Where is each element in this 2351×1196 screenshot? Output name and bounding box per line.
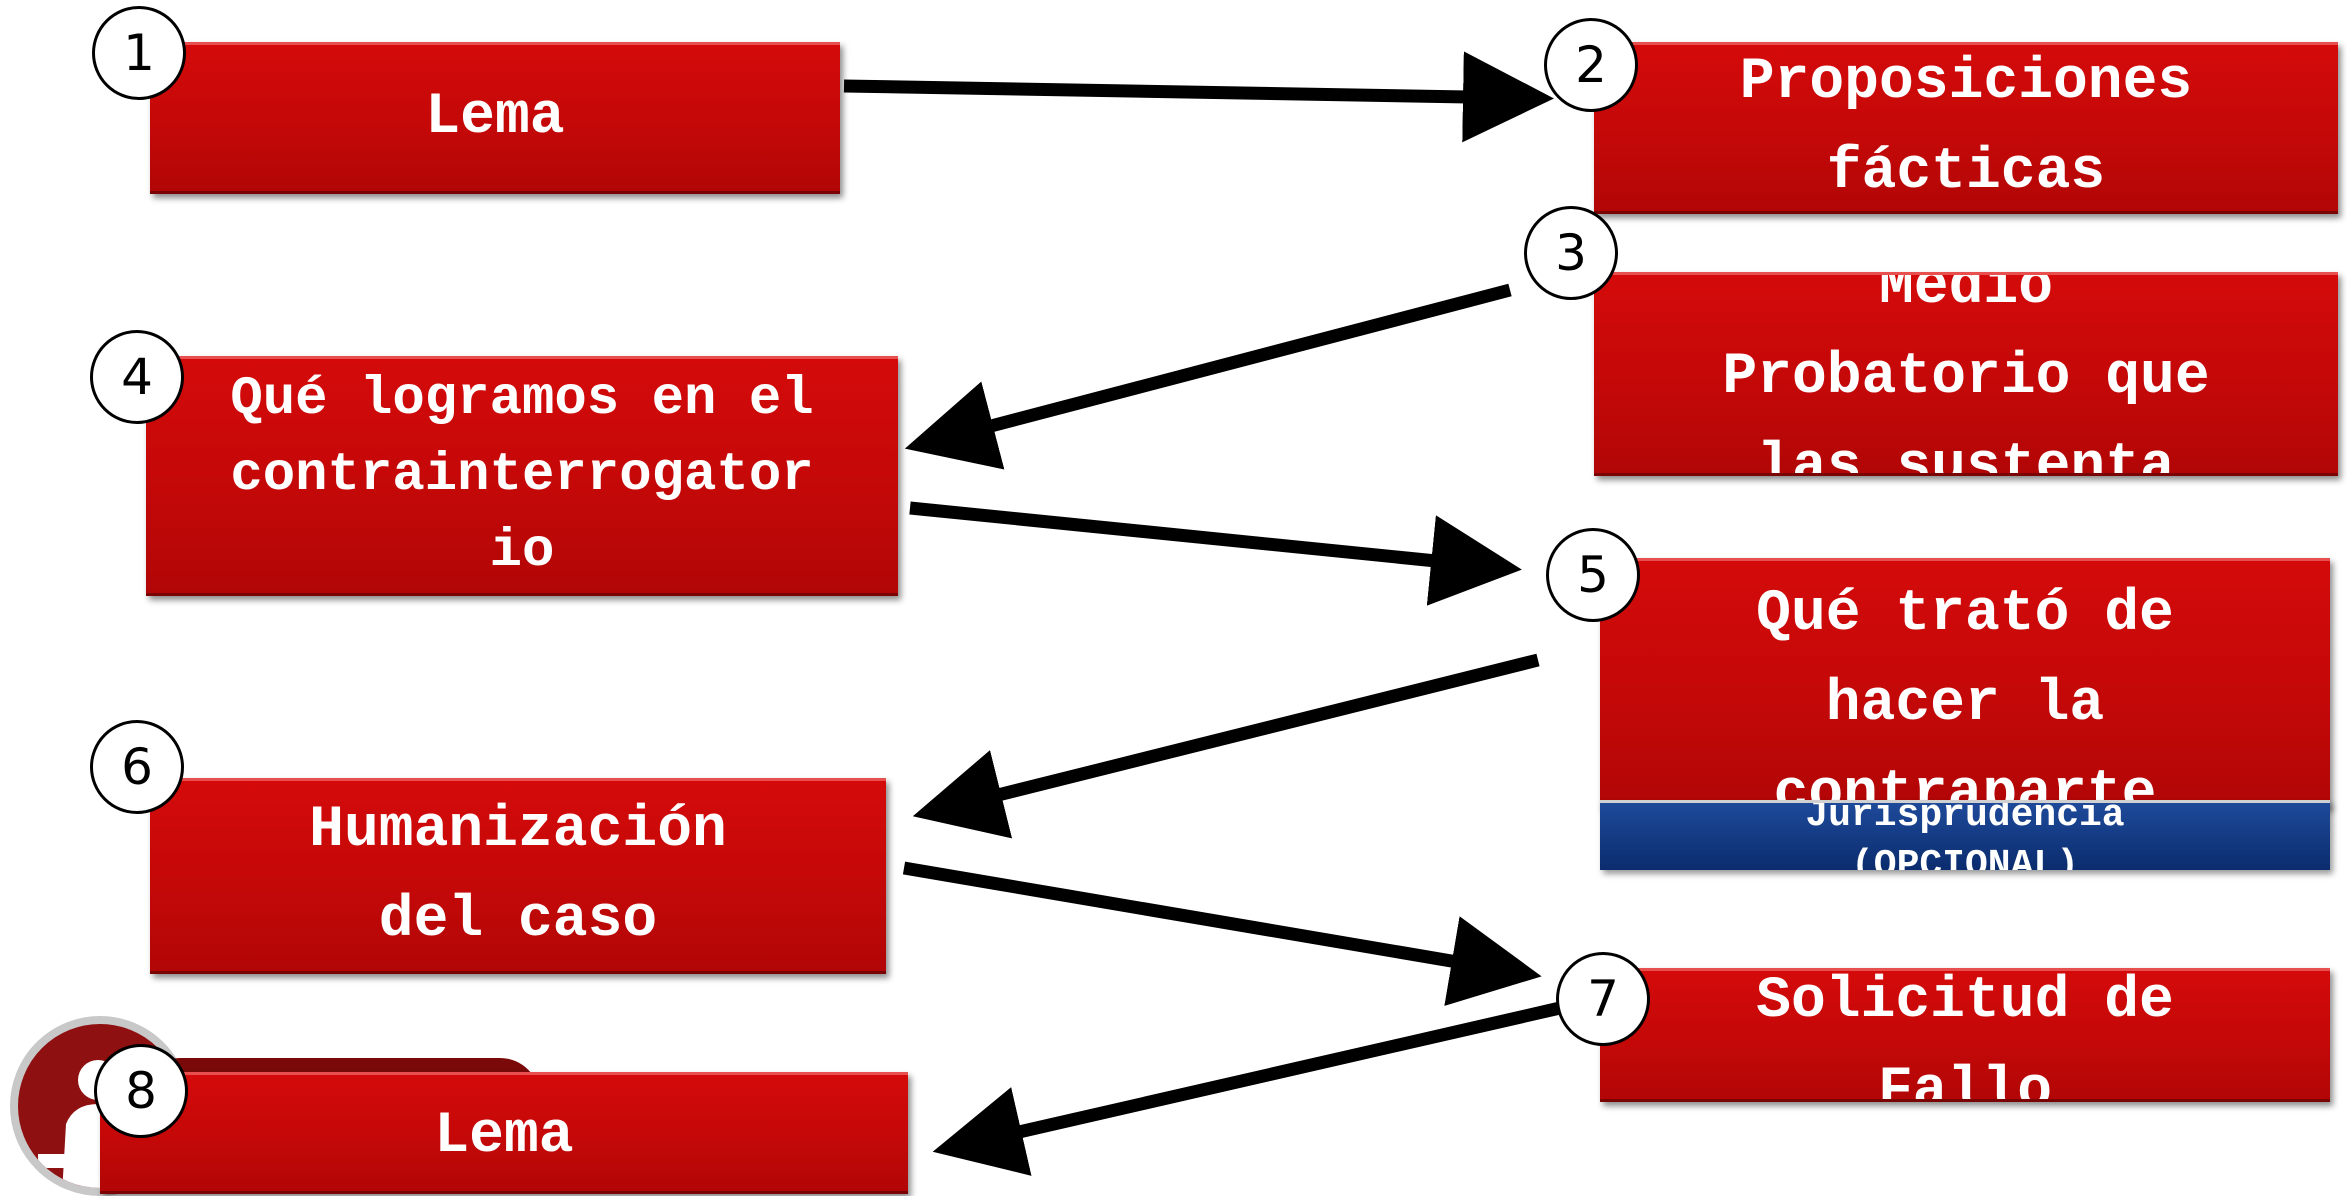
arrow-3-to-4 bbox=[904, 283, 1512, 470]
step-4-label: Qué logramos en el contrainterrogator io bbox=[230, 369, 814, 582]
step-2-box: Proposiciones fácticas bbox=[1594, 42, 2338, 214]
step-3-label: Medio Probatorio que las sustenta bbox=[1722, 272, 2210, 476]
step-1-number: 1 bbox=[92, 6, 186, 100]
step-6-label: Humanización del caso bbox=[309, 798, 727, 953]
step-7-box: Solicitud de Fallo bbox=[1600, 968, 2330, 1102]
step-6-number: 6 bbox=[90, 720, 184, 814]
step-1-box: Lema bbox=[150, 42, 840, 194]
jurisprudencia-label: Jurisprudencia (OPCIONAL) bbox=[1805, 800, 2125, 870]
arrow-4-to-5 bbox=[909, 501, 1522, 606]
step-7-label: Solicitud de Fallo bbox=[1756, 969, 2174, 1102]
step-7-number: 7 bbox=[1556, 952, 1650, 1046]
step-8-box: Lema bbox=[100, 1072, 908, 1194]
step-1-label: Lema bbox=[425, 85, 565, 150]
jurisprudencia-box: Jurisprudencia (OPCIONAL) bbox=[1600, 800, 2330, 870]
arrow-1-to-2 bbox=[843, 51, 1554, 143]
step-4-box: Qué logramos en el contrainterrogator io bbox=[146, 356, 898, 596]
step-2-label: Proposiciones fácticas bbox=[1739, 50, 2193, 205]
arrow-5-to-6 bbox=[912, 653, 1540, 839]
step-8-label: Lema bbox=[434, 1104, 574, 1169]
step-5-box: Qué trató de hacer la contraparte bbox=[1600, 558, 2330, 808]
step-6-box: Humanización del caso bbox=[150, 778, 886, 974]
step-8-number: 8 bbox=[94, 1044, 188, 1138]
step-3-number: 3 bbox=[1524, 206, 1618, 300]
step-3-box: Medio Probatorio que las sustenta bbox=[1594, 272, 2338, 476]
step-4-number: 4 bbox=[90, 330, 184, 424]
step-2-number: 2 bbox=[1544, 18, 1638, 112]
arrow-6-to-7 bbox=[902, 861, 1542, 1006]
arrow-7-to-8 bbox=[932, 1001, 1562, 1176]
step-5-label: Qué trató de hacer la contraparte bbox=[1756, 582, 2174, 808]
step-5-number: 5 bbox=[1546, 528, 1640, 622]
